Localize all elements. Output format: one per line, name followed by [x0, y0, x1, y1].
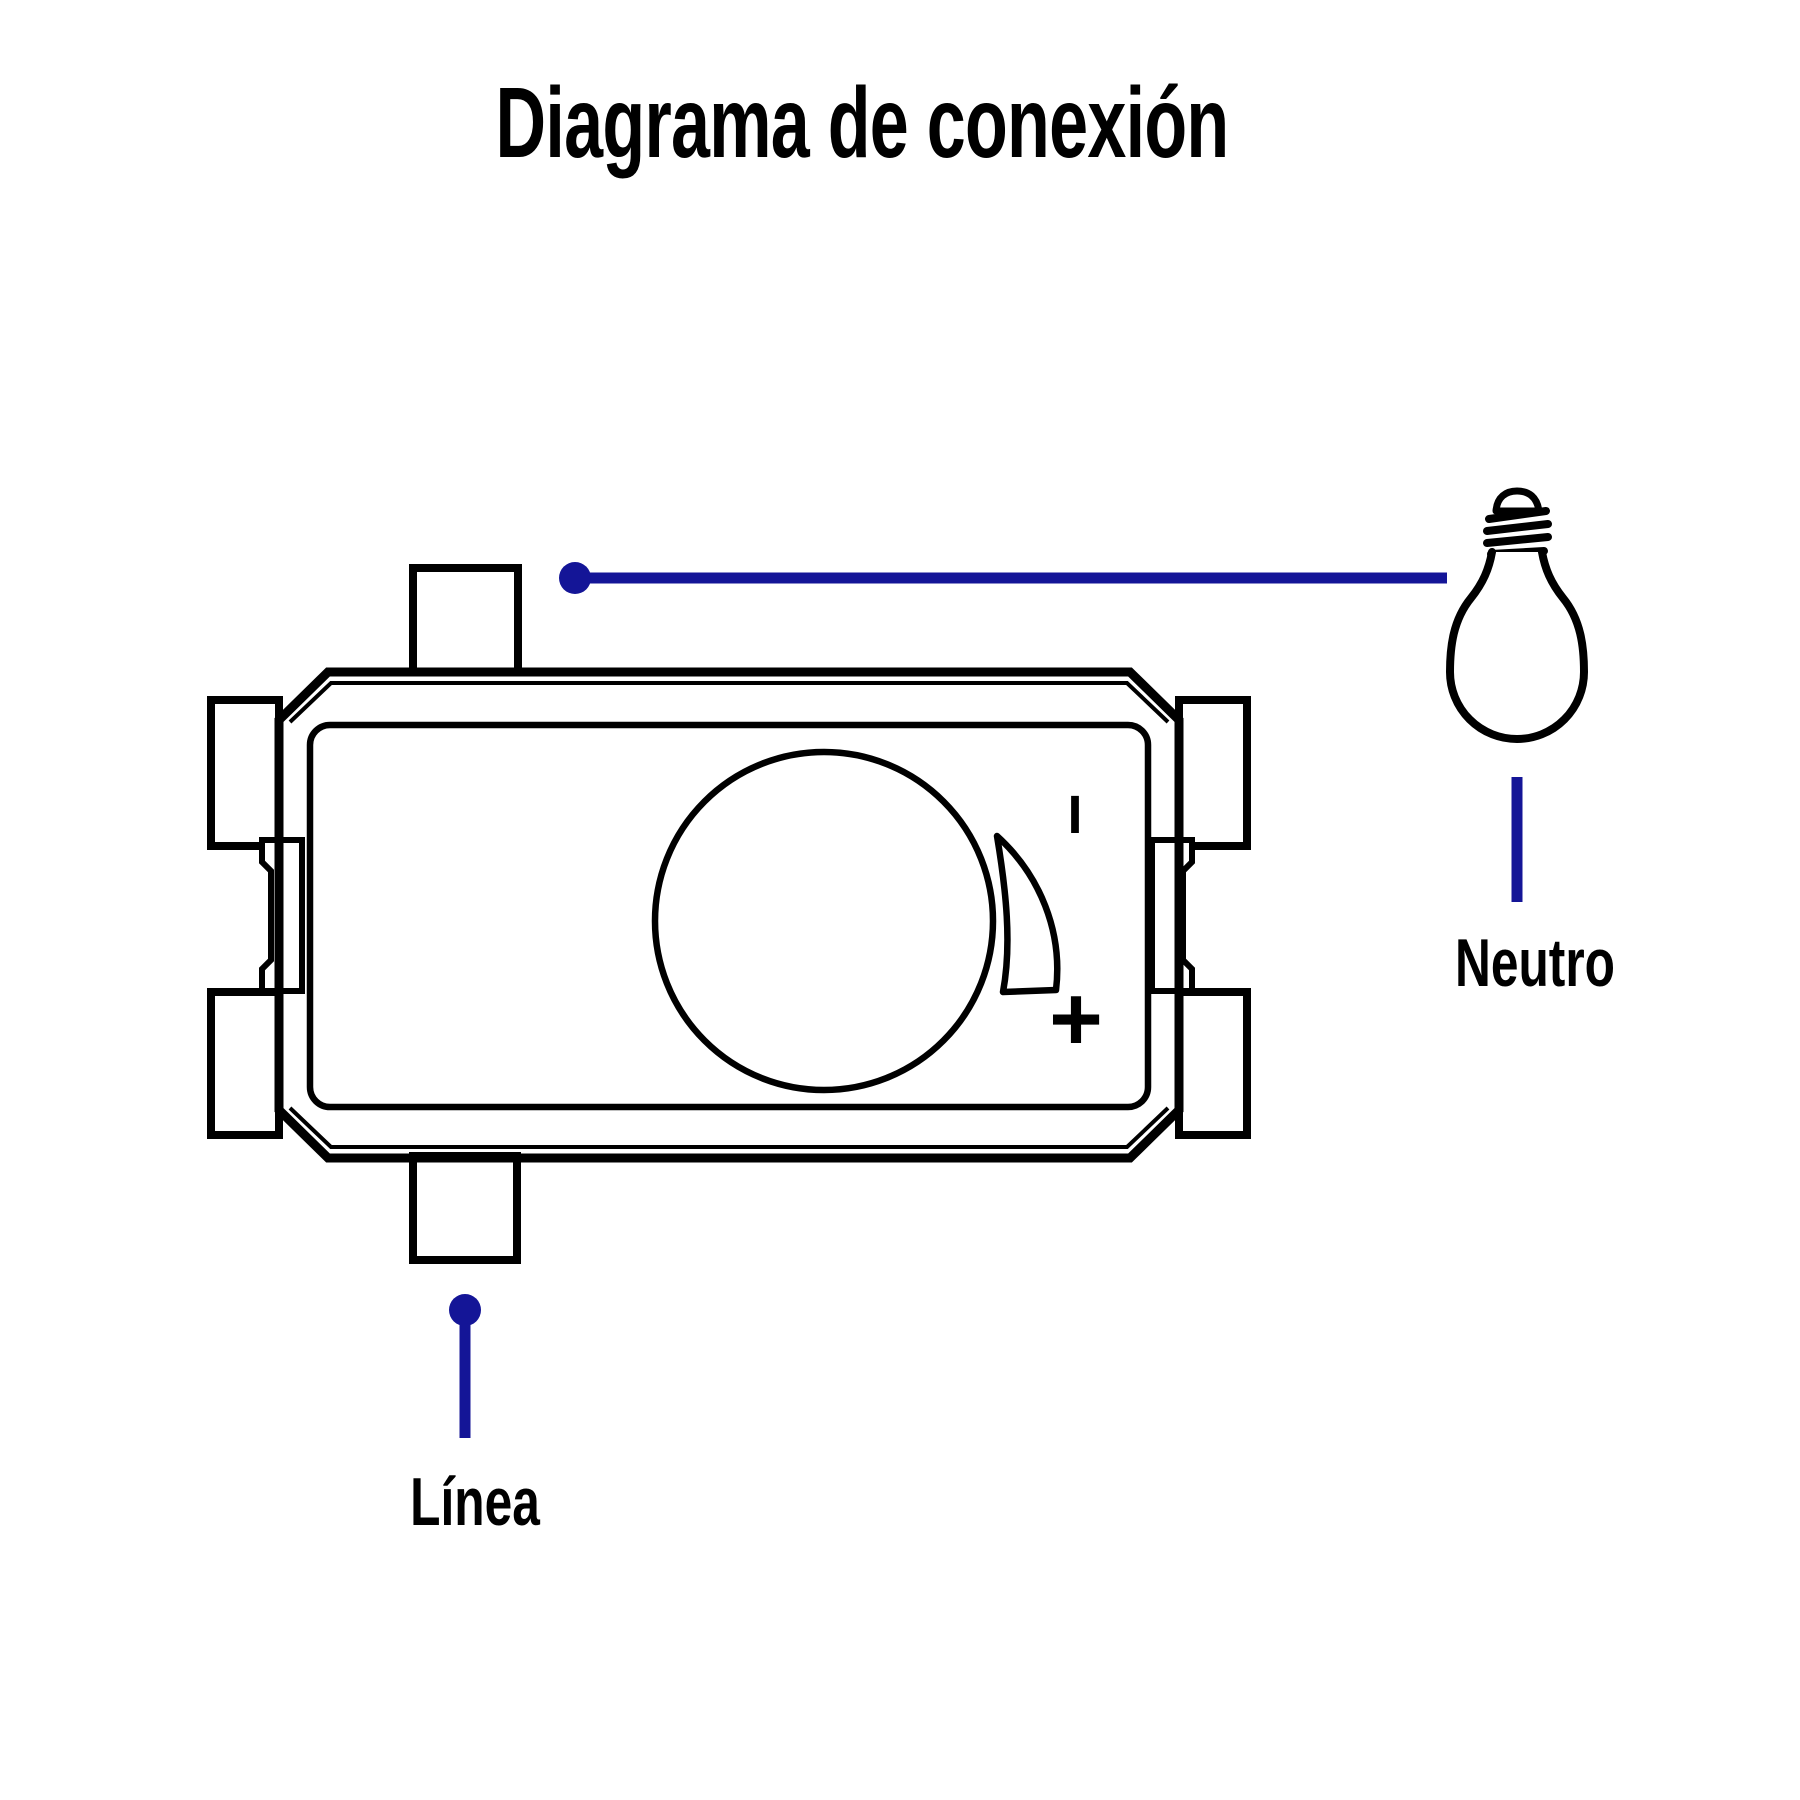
- intensity-max-marker: +: [1049, 968, 1103, 1070]
- mounting-tab-left-bottom: [207, 988, 283, 1139]
- mounting-tab-left-top: [207, 696, 283, 850]
- light-bulb-icon: [1445, 487, 1589, 743]
- dimmer-outer-frame: [274, 667, 1184, 1163]
- mounting-tab-top: [409, 564, 522, 676]
- bulb-contact-tip: [1492, 487, 1543, 515]
- page-title: Diagrama de conexión: [495, 67, 1230, 179]
- mounting-tab-right-top: [1175, 696, 1251, 850]
- mounting-tab-bottom: [409, 1152, 521, 1264]
- line-circuit: [449, 1294, 481, 1438]
- mounting-tab-right-bottom: [1175, 988, 1251, 1139]
- dimmer-frame-inner-line-bottom: [288, 1106, 1170, 1149]
- wire-junction-dot-bottom: [449, 1294, 481, 1326]
- neutral-label: Neutro: [1455, 925, 1615, 1001]
- bulb-glass: [1445, 548, 1589, 743]
- dimmer-body: I +: [207, 564, 1251, 1264]
- intensity-min-marker: I: [1067, 785, 1082, 845]
- dimmer-frame-inner-line-top: [288, 681, 1170, 724]
- dimmer-intensity-pointer: [993, 832, 1061, 996]
- dimmer-inner-panel: [306, 721, 1152, 1111]
- mounting-clip-right: [1149, 837, 1195, 994]
- neutral-circuit: [559, 562, 1523, 902]
- bulb-screw-base: [1483, 507, 1552, 558]
- wire-junction-dot-top: [559, 562, 591, 594]
- dimmer-knob[interactable]: [651, 748, 997, 1094]
- line-label: Línea: [410, 1464, 540, 1540]
